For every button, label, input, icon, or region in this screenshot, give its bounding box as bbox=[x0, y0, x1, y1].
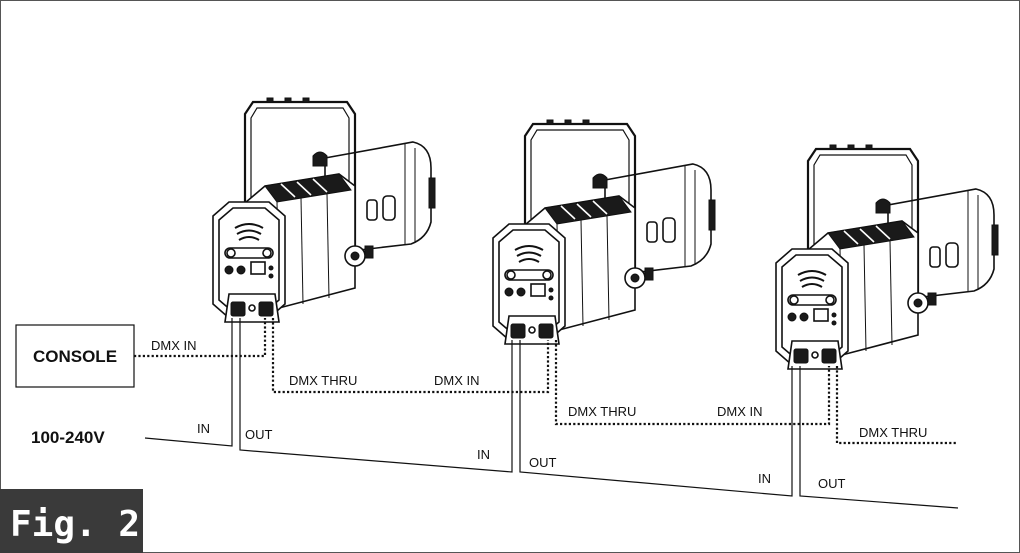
power-line-fixture-2-to-fixture-3 bbox=[519, 340, 793, 497]
fixture-2-out-label: OUT bbox=[529, 455, 557, 470]
spotlight-icon-2 bbox=[491, 118, 717, 346]
fixture-3-dmx-in-label: DMX IN bbox=[717, 404, 763, 419]
figure-label: Fig. 2 bbox=[10, 504, 140, 545]
fixture-3-in-label: IN bbox=[758, 471, 771, 486]
power-label: 100-240V bbox=[31, 428, 105, 447]
fixture-2-dmx-in-label: DMX IN bbox=[434, 373, 480, 388]
dmx-line-fixture-3-thru bbox=[835, 366, 958, 445]
console-box bbox=[15, 324, 135, 388]
figure-label-box bbox=[0, 489, 143, 553]
fixture-1-in-label: IN bbox=[197, 421, 210, 436]
spotlight-icon-3 bbox=[774, 143, 1000, 371]
power-line-fixture-3-out bbox=[799, 366, 959, 509]
dmx-line-fixture-1-to-fixture-2 bbox=[271, 318, 550, 394]
fixture-1-dmx-in-label: DMX IN bbox=[151, 338, 197, 353]
power-line-input bbox=[144, 318, 233, 447]
spotlight-icon-1 bbox=[211, 96, 437, 324]
power-line-fixture-1-to-fixture-2 bbox=[239, 318, 513, 473]
fixture-3-out-label: OUT bbox=[818, 476, 846, 491]
dmx-line-fixture-2-to-fixture-3 bbox=[554, 340, 831, 426]
console-label: CONSOLE bbox=[33, 347, 117, 366]
fixture-1-out-label: OUT bbox=[245, 427, 273, 442]
fixture-2-in-label: IN bbox=[477, 447, 490, 462]
fixture-2-dmx-thru-label: DMX THRU bbox=[568, 404, 636, 419]
fixture-1-dmx-thru-label: DMX THRU bbox=[289, 373, 357, 388]
fixture-3-dmx-thru-label: DMX THRU bbox=[859, 425, 927, 440]
